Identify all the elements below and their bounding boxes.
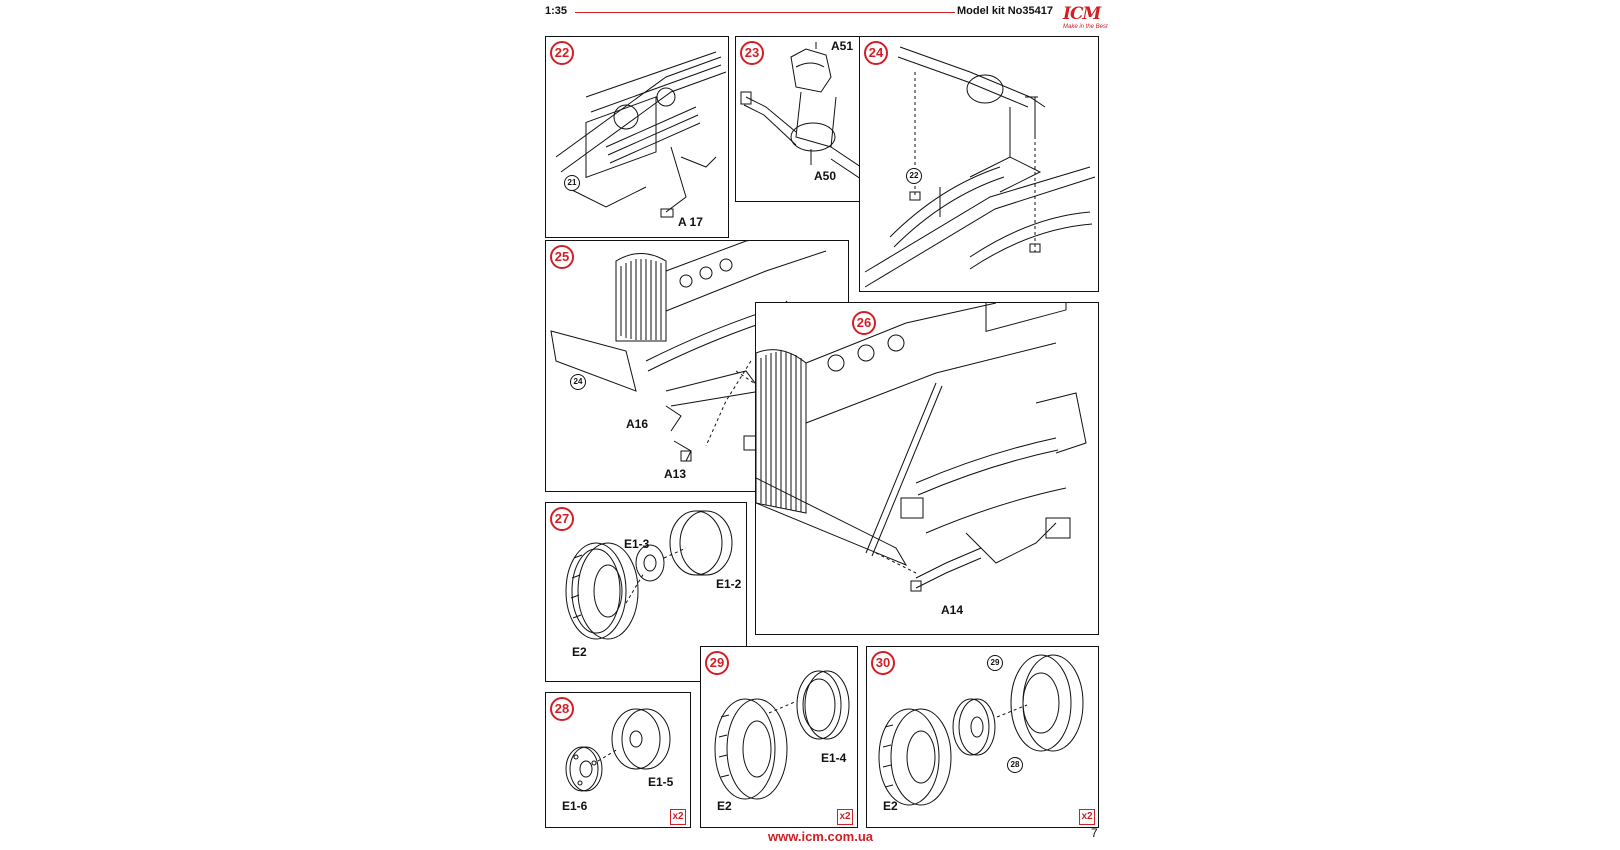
header-rule [575, 12, 955, 13]
step-number-badge: 30 [871, 651, 895, 675]
part-label: E2 [883, 799, 898, 813]
icm-logo: ICM Make in the Best [1063, 6, 1108, 34]
quantity-badge: x2 [670, 809, 686, 825]
reference-circle: 28 [1007, 757, 1023, 773]
step-22-panel: 22 21 A 17 [545, 36, 729, 238]
part-label: E1-3 [624, 537, 650, 551]
scale-label: 1:35 [545, 5, 568, 17]
rear-axle-chassis-illustration [864, 46, 1096, 288]
part-label: E1-4 [821, 751, 847, 765]
wheel-brake-drum-illustration [565, 510, 733, 640]
brake-hub-illustration [565, 708, 671, 792]
website-url[interactable]: www.icm.com.ua [768, 829, 873, 844]
reference-circle: 21 [564, 175, 580, 191]
step-number-badge: 23 [740, 41, 764, 65]
part-label: A51 [831, 39, 854, 53]
part-label: E1-2 [716, 577, 742, 591]
step-28-panel: 28 E1-5 E1-6 x2 [545, 692, 691, 828]
step-number-badge: 26 [852, 311, 876, 335]
logo-text: ICM [1063, 4, 1101, 24]
part-label: A14 [941, 603, 964, 617]
part-label: A 17 [678, 215, 703, 229]
step-30-panel: 30 29 28 E2 x2 [866, 646, 1099, 828]
step-number-badge: 27 [550, 507, 574, 531]
wheel-assembly-illustration [878, 654, 1084, 806]
reference-circle: 24 [570, 374, 586, 390]
quantity-badge: x2 [1079, 809, 1095, 825]
front-suspension-illustration [756, 303, 1087, 592]
tire-rim-illustration [714, 670, 850, 800]
page-number: 7 [1091, 826, 1098, 840]
chassis-radiator-illustration [555, 51, 727, 218]
step-26-panel: 26 A14 [755, 302, 1099, 635]
step-number-badge: 29 [705, 651, 729, 675]
model-number: Model kit No35417 [957, 5, 1053, 17]
reference-circle: 22 [906, 168, 922, 184]
part-label: E1-6 [562, 799, 588, 813]
step-number-badge: 28 [550, 697, 574, 721]
step-number-badge: 24 [864, 41, 888, 65]
logo-tagline: Make in the Best [1063, 24, 1108, 30]
part-label: E2 [572, 645, 587, 659]
part-label: E1-5 [648, 775, 674, 789]
part-label: A50 [814, 169, 837, 183]
quantity-badge: x2 [837, 809, 853, 825]
part-label: A13 [664, 467, 687, 481]
step-24-panel: 24 22 [859, 36, 1099, 292]
step-number-badge: 22 [550, 41, 574, 65]
step-number-badge: 25 [550, 245, 574, 269]
part-label: A16 [626, 417, 649, 431]
step-29-panel: 29 E1-4 E2 x2 [700, 646, 858, 828]
reference-circle: 29 [987, 655, 1003, 671]
part-label: E2 [717, 799, 732, 813]
